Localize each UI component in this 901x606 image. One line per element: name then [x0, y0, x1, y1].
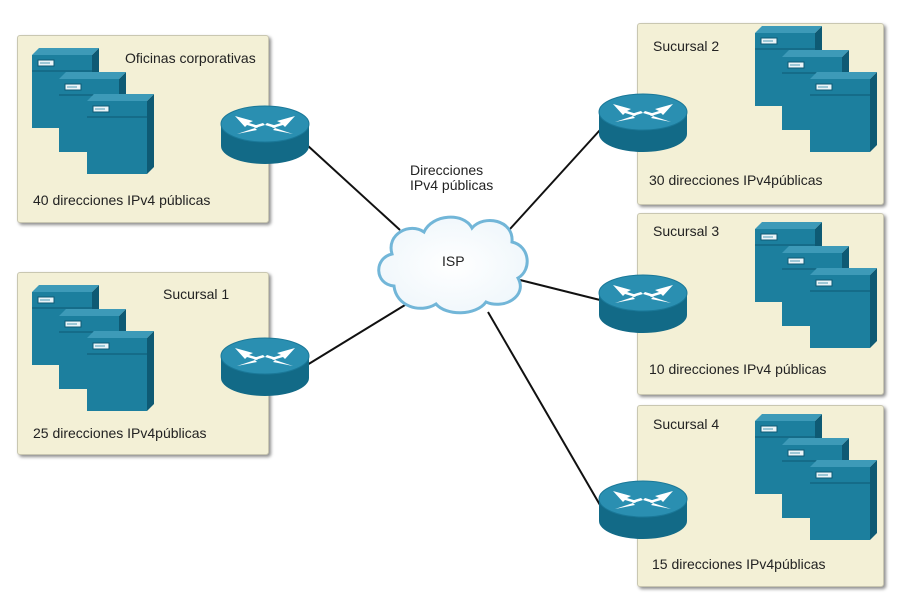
isp-annotation: Direcciones IPv4 públicas — [410, 163, 493, 193]
router-icon — [598, 274, 688, 333]
server-stack-icon — [755, 414, 877, 540]
site-corporate: Oficinas corporativas 40 direcciones IPv… — [17, 35, 269, 223]
router-icon — [220, 105, 310, 164]
link-branch3-isp — [519, 279, 601, 301]
link-branch2-isp — [499, 129, 601, 241]
isp-annotation-line1: Direcciones — [410, 162, 484, 178]
site-branch4-addresses: 15 direcciones IPv4públicas — [652, 556, 826, 572]
server-stack-icon — [755, 222, 877, 348]
site-branch2-addresses: 30 direcciones IPv4públicas — [649, 172, 823, 188]
site-branch2-name: Sucursal 2 — [653, 38, 720, 54]
isp-label: ISP — [442, 253, 465, 269]
site-branch3-addresses: 10 direcciones IPv4 públicas — [649, 361, 827, 377]
server-stack-icon — [755, 26, 877, 152]
site-branch4-name: Sucursal 4 — [653, 416, 720, 432]
server-stack-icon — [32, 285, 154, 411]
link-branch1-isp — [306, 304, 406, 366]
router-icon — [220, 337, 310, 396]
site-branch3-name: Sucursal 3 — [653, 223, 720, 239]
router-icon — [598, 93, 688, 152]
site-branch1-name: Sucursal 1 — [163, 286, 230, 302]
isp-cloud-icon — [377, 215, 529, 315]
router-icon — [598, 480, 688, 539]
site-corporate-name: Oficinas corporativas — [125, 50, 256, 66]
isp-annotation-line2: IPv4 públicas — [410, 177, 494, 193]
site-corporate-addresses: 40 direcciones IPv4 públicas — [33, 192, 211, 208]
site-branch4: Sucursal 4 15 direcciones IPv4públicas — [637, 405, 884, 587]
server-stack-icon — [32, 48, 154, 174]
link-branch4-isp — [487, 311, 601, 506]
link-corporate-isp — [306, 144, 401, 231]
site-branch1-addresses: 25 direcciones IPv4públicas — [33, 425, 207, 441]
